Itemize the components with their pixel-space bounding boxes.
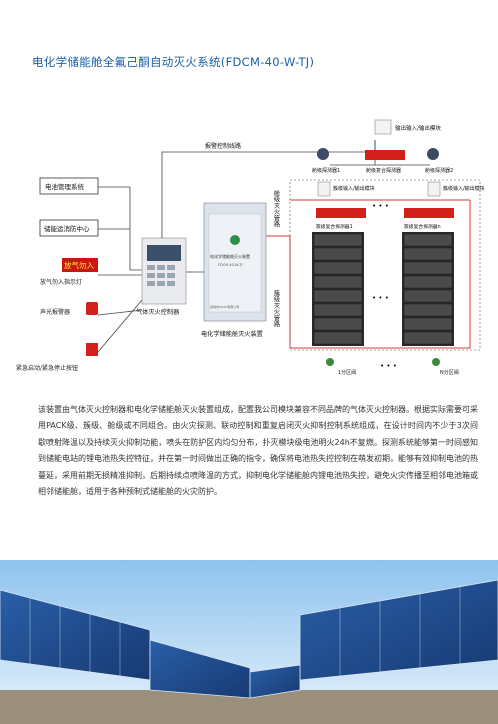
battery-rack-1 [312,232,364,346]
system-diagram: 电池管理系统 储能运消防中心 放气勿入 放气勿入指示灯 声光报警器 紧急启动/紧… [16,119,485,376]
device-company: 深圳市XXXX有限公司 [210,304,239,309]
detector1-label: 舱级探测器1 [312,167,340,174]
cluster-detector1-label: 簇级复合探测器1 [316,223,353,230]
main-pipe-label: 舱级灭火管路 [273,189,280,228]
emergency-label: 紧急启动/紧急停止按钮 [16,364,78,372]
io-top-label: 输出输入/输出模块 [395,124,441,132]
ellipsis-mid: • • • [372,294,389,302]
valve1-label: 1分区阀 [338,369,356,376]
detector2-label: 舱级探测器2 [425,167,453,174]
valve2-label: N分区阀 [440,369,459,376]
page-title: 电化学储能舱全氟己酮自动灭火系统(FDCM-40-W-TJ) [32,55,315,69]
io-module-label-2: 簇级输入/输出模块 [443,185,485,192]
description-paragraph: 该装置由气体灭火控制器和电化学储能舱灭火装置组成，配置我公司模块兼容不同品牌的气… [38,405,478,497]
solar-panel-photo [0,560,498,724]
sound-alarm-label: 声光报警器 [40,308,70,316]
device-label: 电化学储能舱灭火装置 [201,330,263,338]
battery-rack-2 [402,232,454,346]
ellipsis-top: • • • [372,202,389,210]
alarm-sign-label: 放气勿入指示灯 [40,278,82,286]
bms-label: 电池管理系统 [45,182,85,191]
io-module-label-1: 簇级输入/输出模块 [333,185,375,192]
ellipsis-bottom: • • • [380,362,397,370]
branch-pipe-label: 簇级灭火管路 [273,289,280,328]
device-panel-model: FDCM-40-W-TJ [218,263,242,267]
composite-label: 舱级复合探测器 [366,167,401,174]
cluster-detector2-label: 簇级复合探测器n [404,223,441,230]
ems-label: 储能运消防中心 [44,224,90,233]
alarm-sign: 放气勿入 [64,260,94,270]
controller-label: 气体灭火控制器 [136,308,180,316]
alarm-line-label: 报警控制线路 [205,142,241,150]
device-panel-top: 电化学储能舱灭火装置 [210,253,250,259]
